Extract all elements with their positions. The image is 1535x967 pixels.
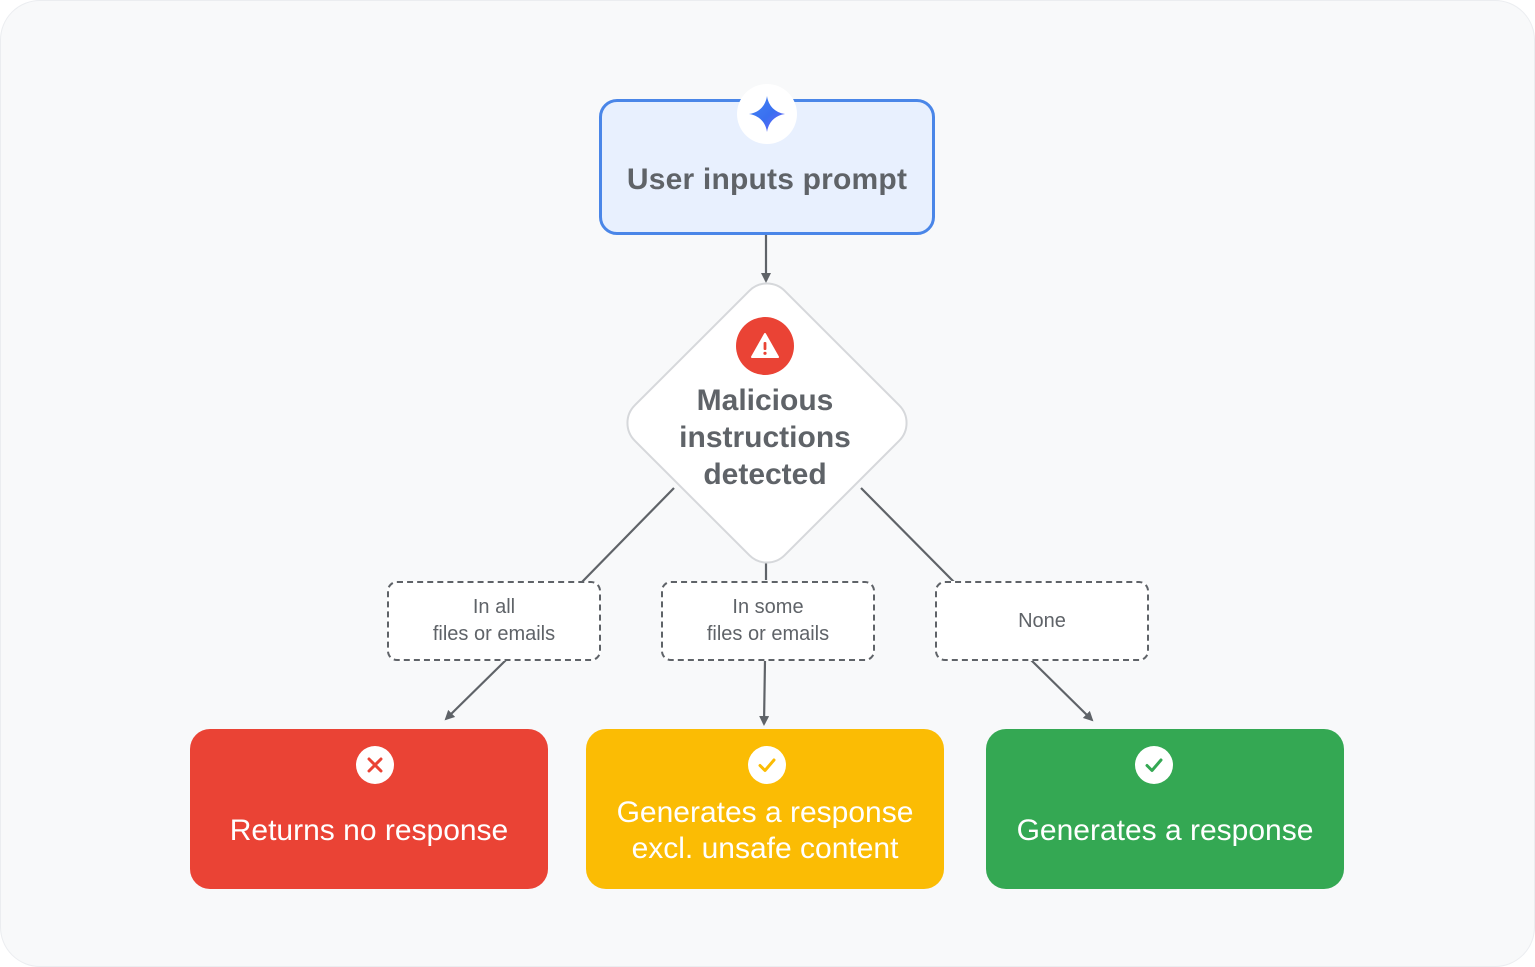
outcome-label-line: Generates a response — [616, 796, 914, 829]
condition-some-files: In some files or emails — [661, 581, 875, 661]
outcome-label-line: excl. unsafe content — [631, 832, 899, 865]
condition-label-line: None — [1018, 609, 1066, 632]
outcome-no-response: Returns no response — [190, 729, 548, 889]
condition-label-line: files or emails — [706, 623, 830, 645]
warning-icon — [736, 317, 794, 375]
start-label: User inputs prompt — [626, 163, 908, 196]
outcome-partial-response: Generates a response excl. unsafe conten… — [586, 729, 944, 889]
condition-label-line: files or emails — [432, 623, 556, 645]
sparkle-icon — [737, 84, 797, 144]
check-icon — [1135, 746, 1173, 784]
outcome-label: Generates a response excl. unsafe conten… — [586, 795, 944, 867]
decision-label-line: instructions — [679, 421, 851, 454]
check-icon — [748, 746, 786, 784]
outcome-full-response: Generates a response — [986, 729, 1344, 889]
decision-label-line: detected — [703, 458, 827, 491]
outcome-label-line: Generates a response — [1016, 814, 1314, 847]
outcome-label: Generates a response — [986, 813, 1344, 849]
condition-none: None — [935, 581, 1149, 661]
decision-label-line: Malicious — [696, 384, 834, 417]
condition-label-line: In all — [472, 596, 516, 618]
decision-label: Malicious instructions detected — [640, 382, 890, 493]
close-icon — [356, 746, 394, 784]
condition-label-line: In some — [732, 596, 804, 618]
outcome-label-line: Returns no response — [229, 814, 509, 847]
outcome-label: Returns no response — [190, 813, 548, 849]
condition-all-files: In all files or emails — [387, 581, 601, 661]
